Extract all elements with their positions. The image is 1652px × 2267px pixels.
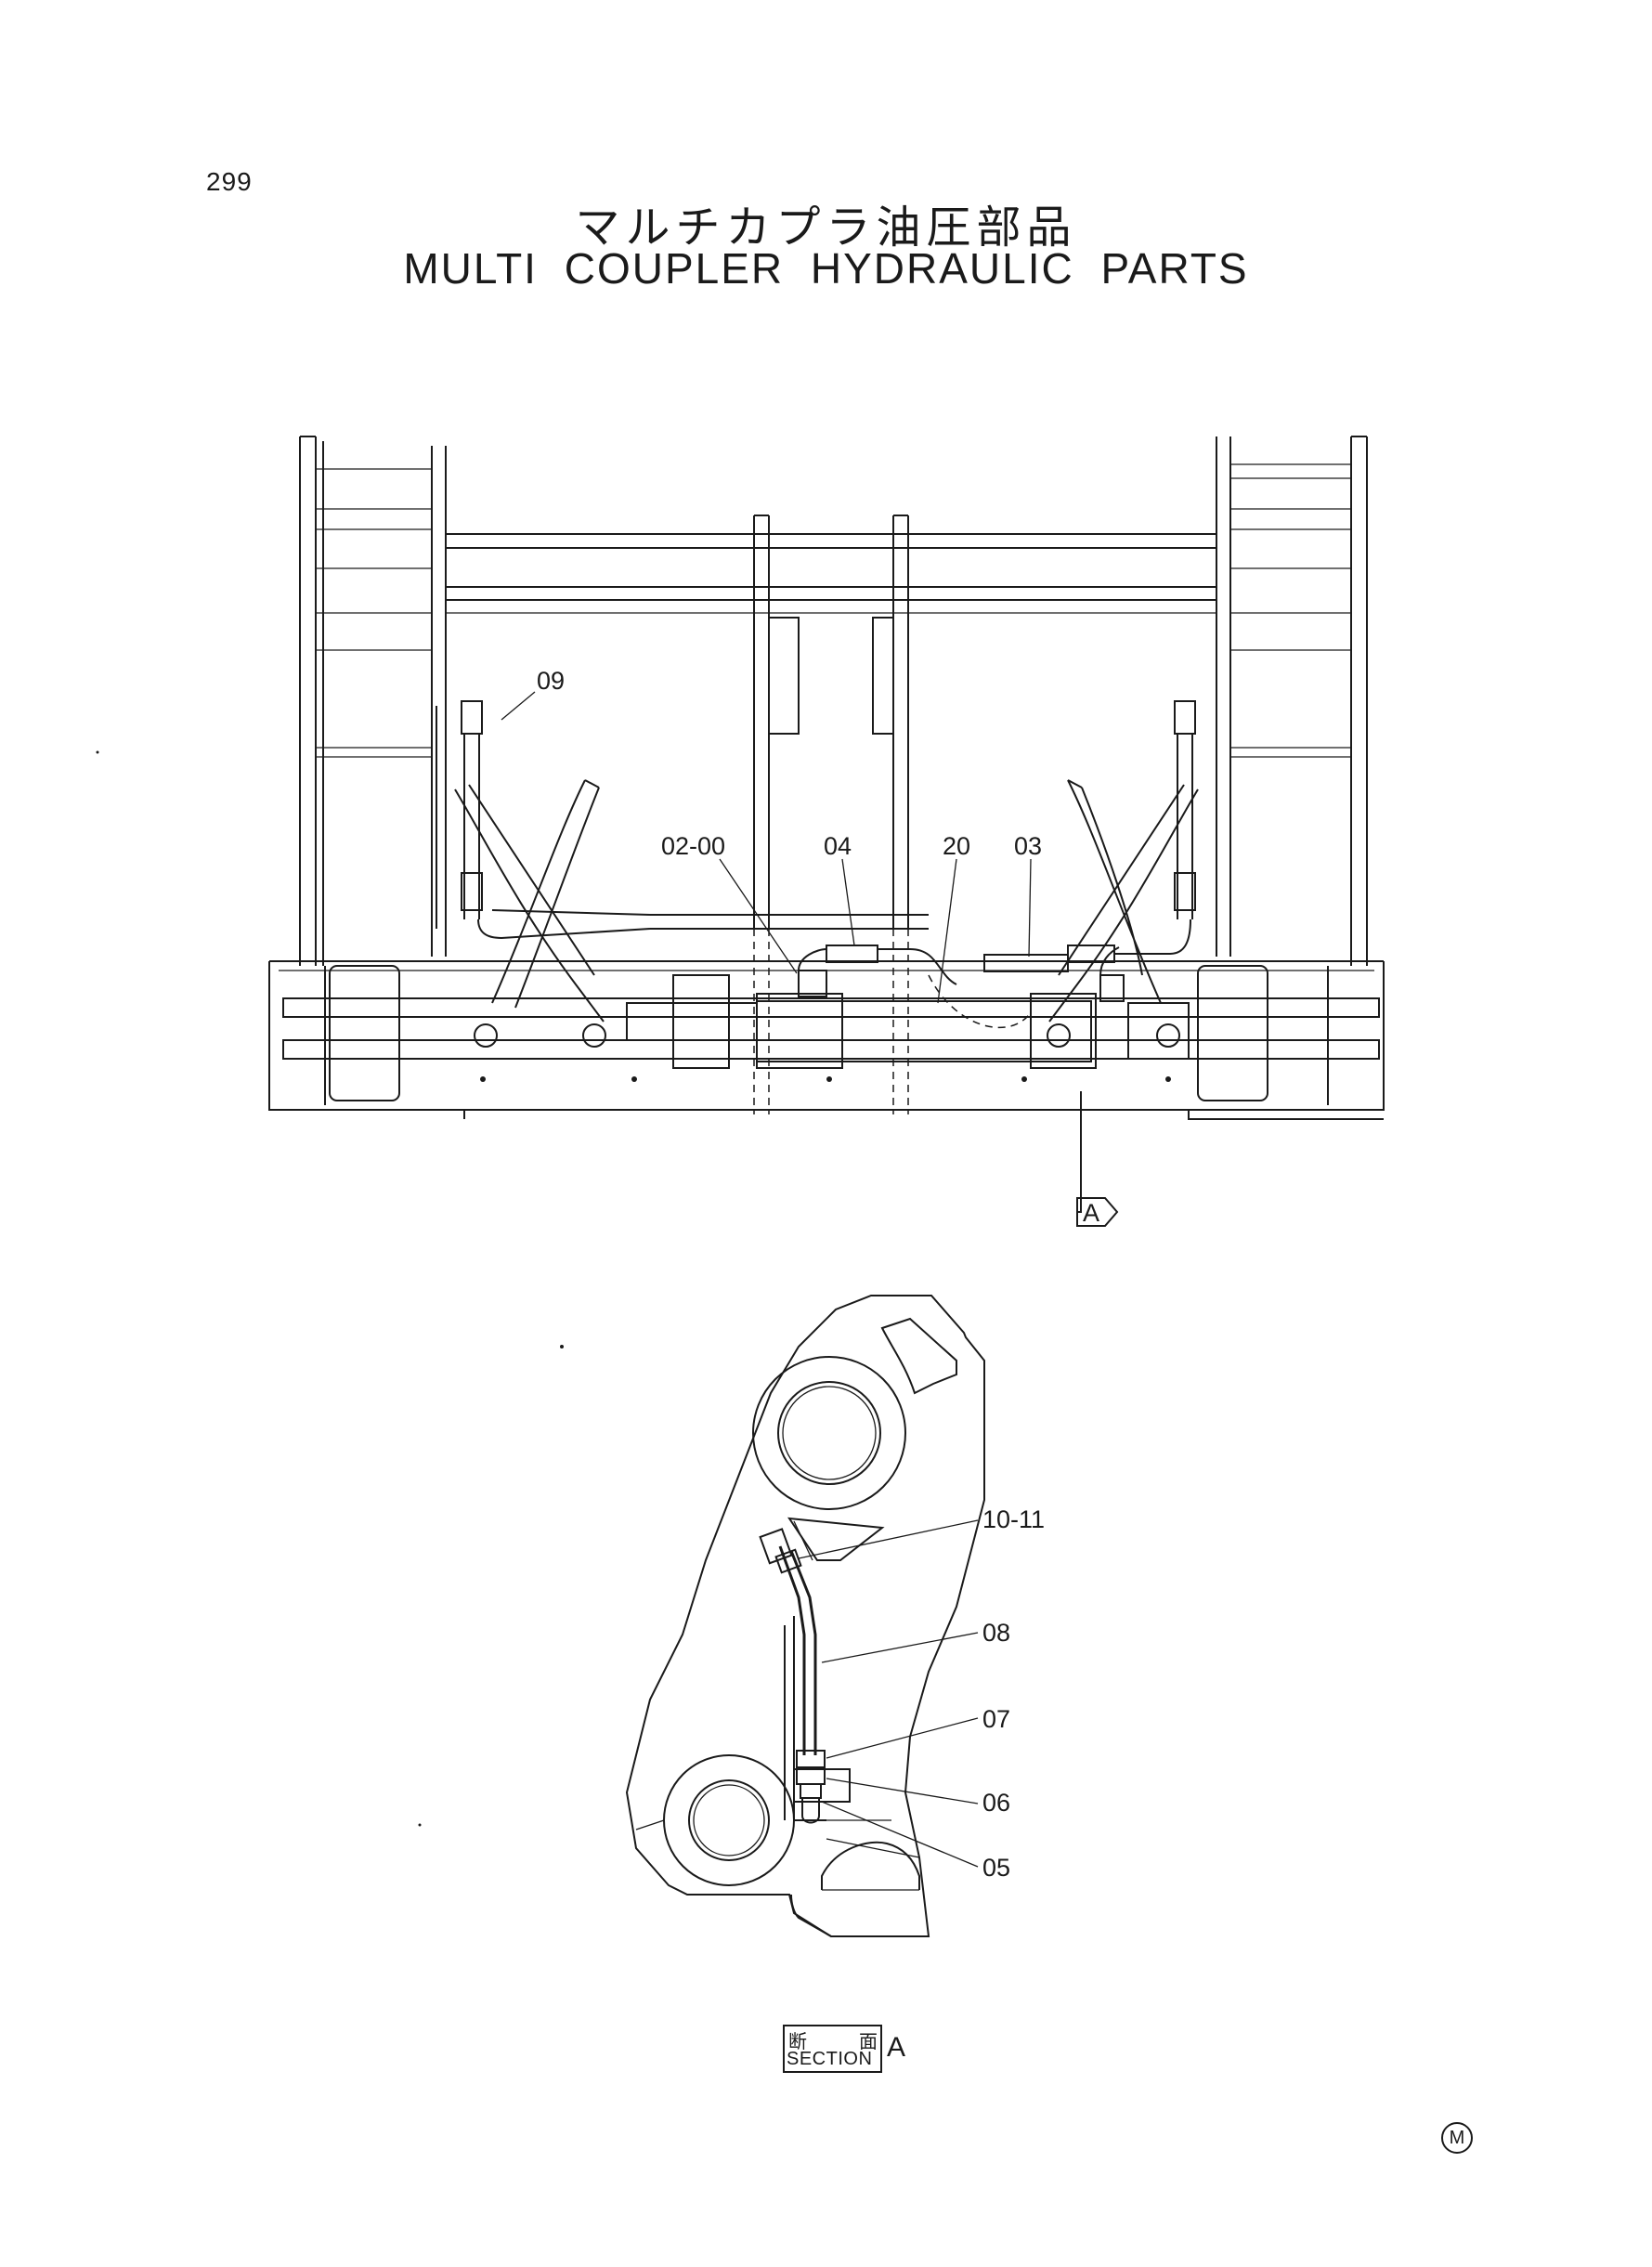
upper-rails [446, 533, 1216, 614]
section-label-jp-left: 断 [788, 2030, 807, 2052]
speck [560, 1345, 564, 1348]
front-view: A 09 02-00 04 20 03 [268, 436, 1385, 1227]
left-upright [299, 436, 447, 966]
hook-arms [454, 779, 1199, 1023]
section-label: 断 面 SECTION A [783, 2025, 920, 2073]
section-label-jp-right: 面 [859, 2030, 878, 2052]
section-label-letter: A [887, 2032, 906, 2063]
callout-05: 05 [982, 1854, 1010, 1882]
title-japanese: マルチカプラ油圧部品 [575, 202, 1077, 254]
pin-bosses [474, 1023, 1180, 1082]
callout-02-00: 02-00 [661, 832, 725, 860]
left-cylinder [436, 700, 483, 929]
callout-10-11: 10-11 [982, 1505, 1045, 1533]
callout-06: 06 [982, 1789, 1010, 1817]
section-label-en: SECTION [787, 2049, 873, 2069]
centre-posts [753, 515, 909, 1114]
speck [96, 750, 99, 754]
right-upright [1216, 436, 1368, 966]
section-label-frame: 断 面 SECTION [783, 2025, 882, 2073]
callout-09: 09 [537, 667, 565, 695]
corner-mark: M [1441, 2122, 1473, 2154]
front-leaders [501, 691, 1032, 1004]
callout-07: 07 [982, 1705, 1010, 1733]
main-cylinder [626, 970, 1190, 1069]
title-english: MULTI COUPLER HYDRAULIC PARTS [403, 244, 1249, 293]
callout-04: 04 [824, 832, 852, 860]
callout-20: 20 [943, 832, 970, 860]
section-a-view: 10-11 08 07 06 05 [625, 1295, 1045, 1937]
base-frame [268, 960, 1385, 1120]
view-marker-label: A [1083, 1199, 1099, 1227]
view-arrow: A [1076, 1091, 1119, 1227]
speck [418, 1823, 422, 1827]
page-number: 299 [206, 167, 253, 196]
section-label-jp: 断 面 [788, 2026, 878, 2053]
callout-08: 08 [982, 1619, 1010, 1647]
hoses [477, 909, 1191, 1029]
callout-03: 03 [1014, 832, 1042, 860]
